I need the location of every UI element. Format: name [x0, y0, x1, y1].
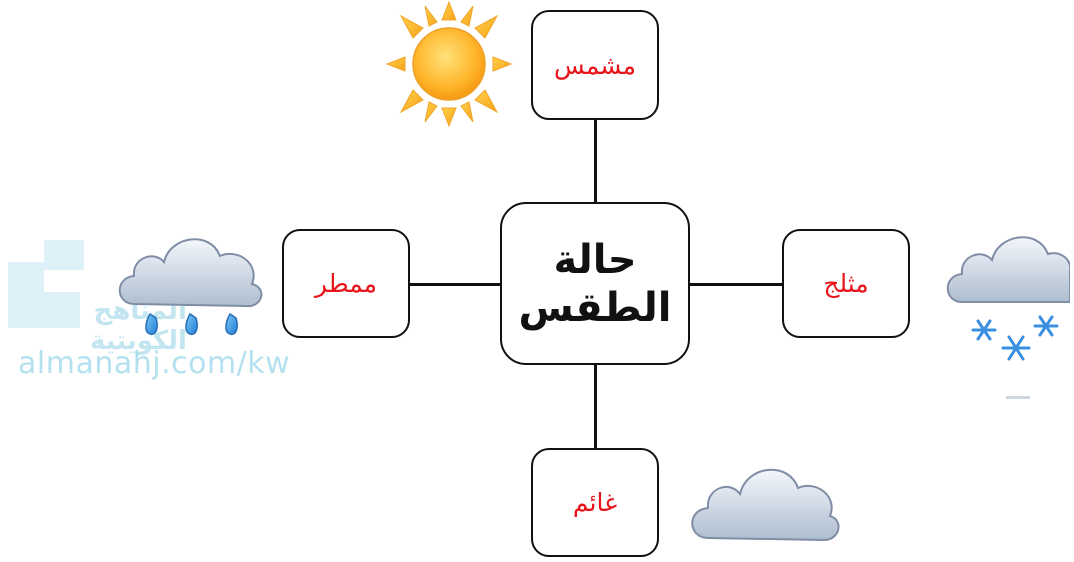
connector-bottom: [594, 363, 597, 450]
rain-cloud-icon: [118, 238, 263, 336]
connector-top: [594, 118, 597, 204]
node-sunny-label: مشمس: [553, 50, 637, 80]
node-cloudy-label: غائم: [572, 488, 618, 517]
node-rainy: ممطر: [282, 229, 410, 338]
connector-right: [688, 283, 784, 286]
node-snowy: مثلج: [782, 229, 910, 338]
node-sunny: مشمس: [531, 10, 659, 120]
connector-left: [408, 283, 502, 286]
node-rainy-label: ممطر: [314, 269, 378, 298]
center-title-line1: حالة: [553, 236, 637, 283]
node-cloudy: غائم: [531, 448, 659, 557]
center-title-line2: الطقس: [518, 284, 672, 331]
cloud-icon: [691, 468, 840, 542]
sun-icon: [385, 0, 513, 128]
node-snowy-label: مثلج: [823, 269, 869, 298]
center-node: حالة الطقس: [500, 202, 690, 365]
snow-cloud-icon: [946, 236, 1070, 399]
